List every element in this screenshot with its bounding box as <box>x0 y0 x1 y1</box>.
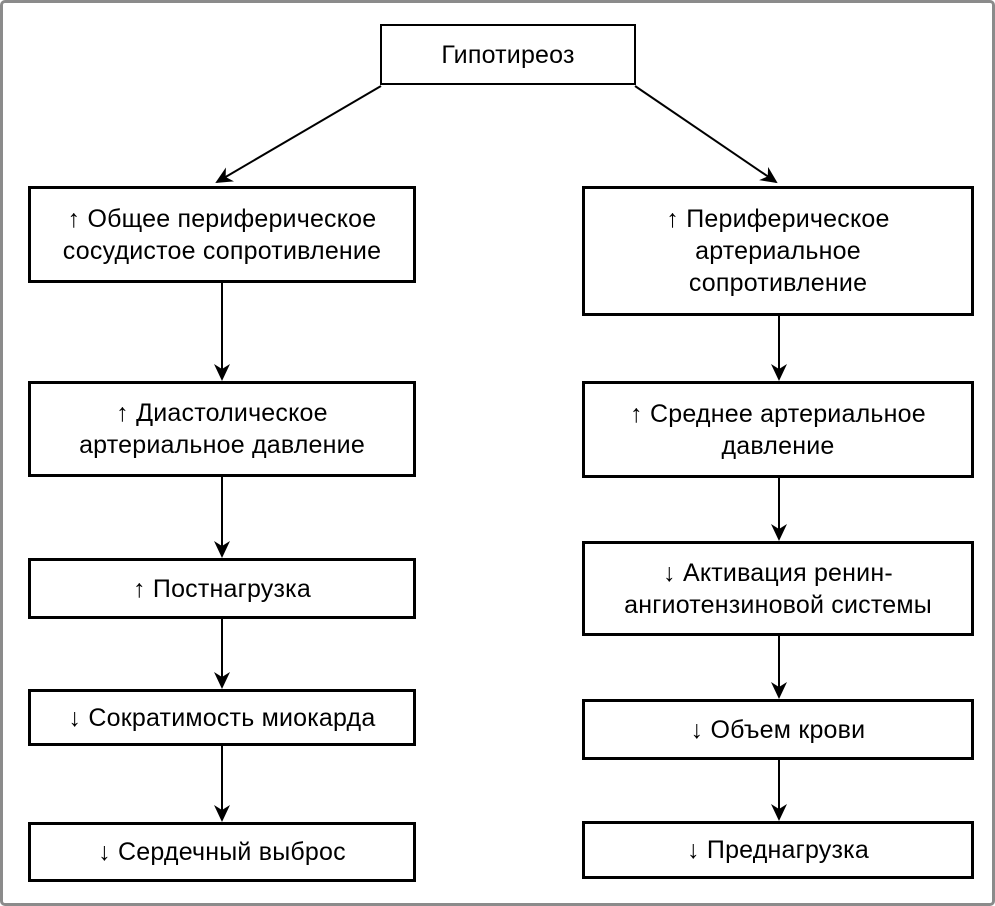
node-myocardial-contractility: ↓ Сократимость миокарда <box>28 689 416 746</box>
node-renin-angiotensin-system-activation: ↓ Активация ренин- ангиотензиновой систе… <box>582 541 974 636</box>
arrow-root-to-right <box>634 85 778 184</box>
node-blood-volume: ↓ Объем крови <box>582 699 974 760</box>
node-mean-arterial-pressure: ↑ Среднее артериальное давление <box>582 381 974 478</box>
node-cardiac-output: ↓ Сердечный выброс <box>28 822 416 882</box>
arrow-root-to-left <box>215 85 382 184</box>
node-afterload: ↑ Постнагрузка <box>28 558 416 619</box>
node-preload: ↓ Преднагрузка <box>582 821 974 879</box>
node-hypothyroidism: Гипотиреоз <box>380 24 636 85</box>
node-total-peripheral-vascular-resistance: ↑ Общее периферическое сосудистое сопрот… <box>28 186 416 283</box>
node-peripheral-arterial-resistance: ↑ Периферическое артериальное сопротивле… <box>582 186 974 316</box>
node-diastolic-arterial-pressure: ↑ Диастолическое артериальное давление <box>28 381 416 477</box>
